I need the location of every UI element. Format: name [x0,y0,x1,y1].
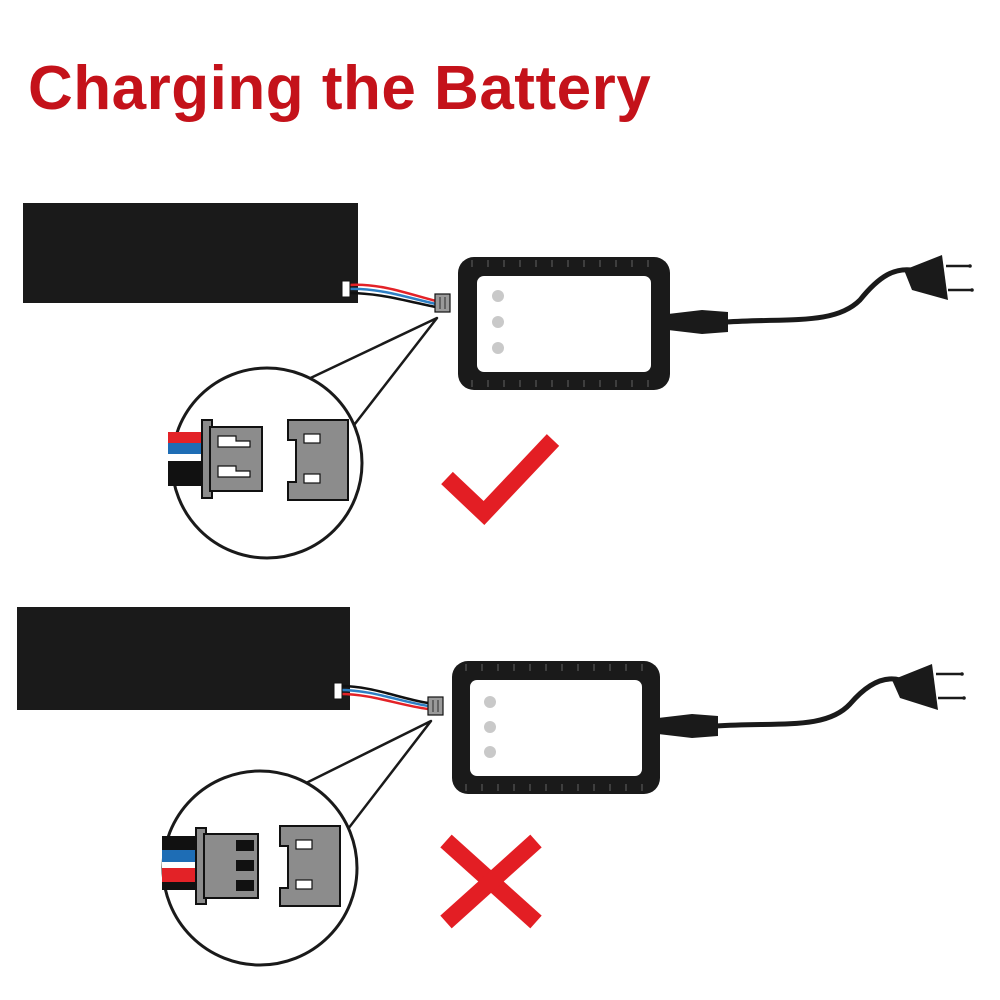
battery-balance-plug [434,293,451,313]
charger-power-cord [668,267,913,334]
panel-correct-connection [23,203,974,560]
connector-zoom-callout [168,316,439,560]
panel-incorrect-connection [17,607,966,967]
charge-port-indicator [484,721,496,733]
charge-port-indicator [492,316,504,328]
charge-port-indicator [492,342,504,354]
battery-pack [23,203,358,303]
charge-port-indicator [484,696,496,708]
charge-port-indicator [492,290,504,302]
charge-port-indicator [484,746,496,758]
checkmark-icon [441,434,560,526]
charger-face-panel [477,276,651,372]
wall-plug [904,255,974,300]
cross-icon [440,834,542,929]
page-title: Charging the Battery [28,54,652,123]
battery-pack [17,607,350,710]
connector-zoom-callout [161,719,433,967]
zoomed-wires [168,432,206,486]
charger-unit [452,661,660,794]
battery-lead-wires [333,682,429,711]
charger-unit [458,257,670,390]
battery-lead-wires [341,280,437,309]
zoomed-charger-socket [279,825,341,907]
zoomed-battery-plug [201,419,263,499]
charger-power-cord [658,676,901,738]
charger-face-panel [470,680,642,776]
zoomed-charger-socket [287,419,349,501]
zoomed-battery-plug [195,827,259,905]
battery-balance-plug [427,696,444,716]
wall-plug [892,664,966,710]
zoomed-wires [162,836,202,890]
